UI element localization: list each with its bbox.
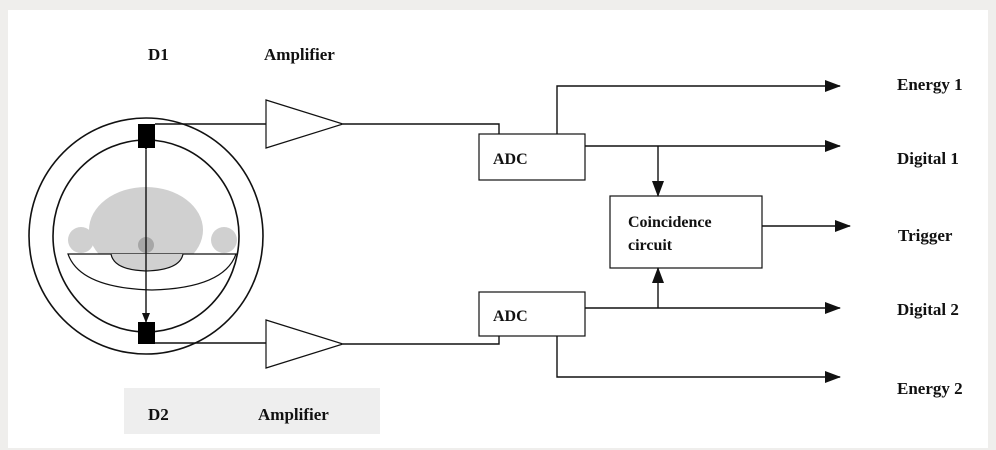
phantom-right-lobe: [211, 227, 237, 253]
phantom-left-lobe: [68, 227, 94, 253]
diagram-canvas: D1 Amplifier D2 Amplifier ADC ADC C: [8, 10, 988, 448]
pet-coincidence-diagram: D1 Amplifier D2 Amplifier ADC ADC C: [28, 45, 963, 434]
d2-label: D2: [148, 405, 169, 424]
d1-label: D1: [148, 45, 169, 64]
digital1-label: Digital 1: [897, 149, 959, 168]
digital2-label: Digital 2: [897, 300, 959, 319]
coincidence-circuit-block: [609, 195, 763, 269]
detector-ring: [28, 117, 264, 355]
patient-bed: [67, 253, 237, 291]
detector-d2: [138, 322, 155, 344]
adc-top-block: [478, 133, 586, 181]
trigger-label: Trigger: [898, 226, 953, 245]
coincidence-label-line1: Coincidence: [628, 214, 712, 231]
bottom-label-panel: [124, 388, 380, 434]
energy1-label: Energy 1: [897, 75, 963, 94]
adc-bottom-block: [478, 291, 586, 337]
outer-ring: [28, 117, 264, 355]
adc-top-label: ADC: [493, 151, 528, 168]
detector-d1: [138, 124, 155, 148]
wire-amp-adc-top: [343, 123, 500, 134]
adc-bottom-label: ADC: [493, 308, 528, 325]
wire-amp-adc-bottom: [343, 336, 500, 345]
energy2-label: Energy 2: [897, 379, 963, 398]
phantom: [67, 187, 237, 291]
amplifier-top: [265, 99, 346, 149]
coincidence-label-line2: circuit: [628, 237, 673, 254]
amplifier-bottom: [265, 319, 346, 369]
amplifier-bottom-label: Amplifier: [258, 405, 329, 424]
amplifier-top-label: Amplifier: [264, 45, 335, 64]
wire-energy1: [556, 80, 841, 134]
wire-energy2: [556, 336, 841, 383]
